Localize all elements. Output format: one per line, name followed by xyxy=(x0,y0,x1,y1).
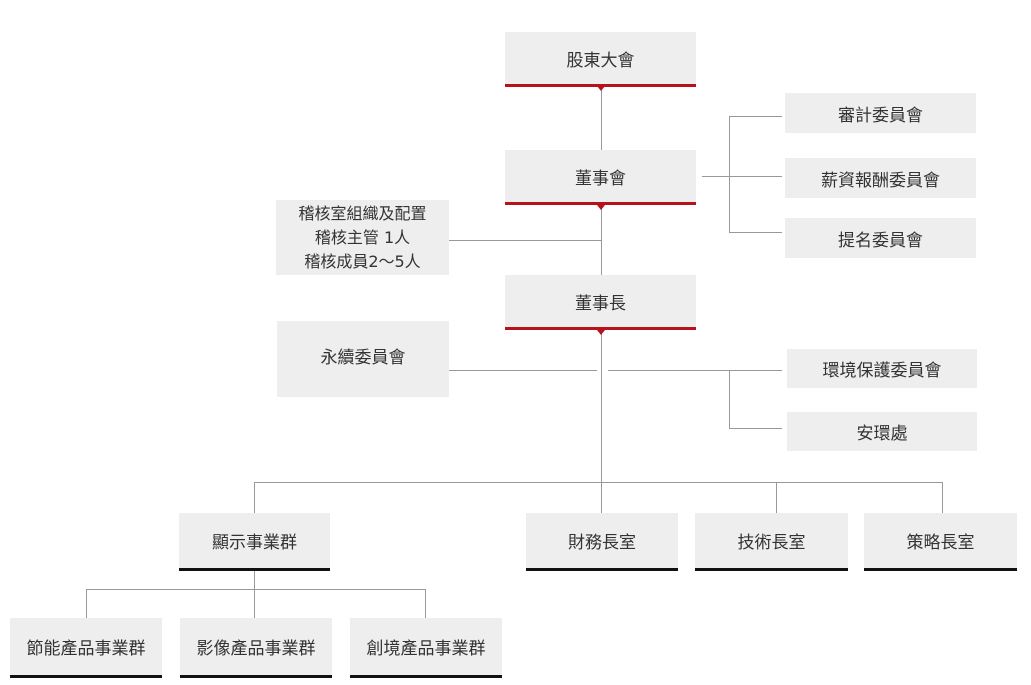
connector-line xyxy=(729,116,730,232)
connector-line xyxy=(601,205,602,275)
technology-office-box: 技術長室 xyxy=(695,513,848,571)
chairman-box: 董事長 xyxy=(505,275,696,330)
remuneration-committee-box: 薪資報酬委員會 xyxy=(785,158,976,198)
finance-office-box: 財務長室 xyxy=(526,513,678,571)
sustainability-committee-box: 永續委員會 xyxy=(277,321,449,397)
sustainability-committee-label: 永續委員會 xyxy=(320,348,406,368)
arrow-marker xyxy=(597,330,605,335)
innovation-group-label: 創境產品事業群 xyxy=(366,639,486,659)
remuneration-committee-label: 薪資報酬委員會 xyxy=(821,170,940,191)
environmental-committee-box: 環境保護委員會 xyxy=(787,349,977,388)
connector-line xyxy=(254,571,255,618)
nomination-committee-box: 提名委員會 xyxy=(785,218,976,258)
audit-committee-label: 審計委員會 xyxy=(838,105,923,126)
connector-line xyxy=(601,86,602,150)
board-of-directors-box: 董事會 xyxy=(505,150,696,205)
arrow-marker xyxy=(597,86,605,91)
connector-line xyxy=(729,116,782,117)
technology-office-label: 技術長室 xyxy=(737,533,806,553)
safety-office-box: 安環處 xyxy=(787,412,977,451)
chairman-label: 董事長 xyxy=(575,293,626,314)
connector-line xyxy=(254,482,942,483)
connector-line xyxy=(425,589,426,618)
connector-line xyxy=(729,232,782,233)
connector-line xyxy=(86,589,87,618)
imaging-group-label: 影像產品事業群 xyxy=(196,639,316,659)
connector-line xyxy=(601,330,602,513)
connector-line xyxy=(608,370,782,371)
connector-line xyxy=(449,370,597,371)
imaging-group-box: 影像產品事業群 xyxy=(180,618,332,678)
energy-saving-group-box: 節能產品事業群 xyxy=(10,618,162,678)
board-of-directors-label: 董事會 xyxy=(575,168,626,189)
connector-line xyxy=(776,482,777,513)
connector-line xyxy=(729,428,782,429)
connector-line xyxy=(449,240,601,241)
connector-line xyxy=(942,482,943,513)
environmental-committee-label: 環境保護委員會 xyxy=(822,361,942,381)
arrow-marker xyxy=(597,205,605,210)
internal-audit-line3: 稽核成員2～5人 xyxy=(304,251,421,271)
shareholders-meeting-box: 股東大會 xyxy=(505,32,696,87)
internal-audit-line1: 稽核室組織及配置 xyxy=(298,203,427,223)
connector-line xyxy=(702,176,782,177)
strategy-office-box: 策略長室 xyxy=(864,513,1017,571)
connector-line xyxy=(86,589,425,590)
innovation-group-box: 創境產品事業群 xyxy=(350,618,502,678)
finance-office-label: 財務長室 xyxy=(568,533,636,553)
nomination-committee-label: 提名委員會 xyxy=(838,230,923,251)
shareholders-meeting-label: 股東大會 xyxy=(566,50,635,71)
display-group-label: 顯示事業群 xyxy=(212,533,297,553)
connector-line xyxy=(254,482,255,513)
internal-audit-box: 稽核室組織及配置 稽核主管 1人 稽核成員2～5人 xyxy=(276,200,449,275)
display-group-box: 顯示事業群 xyxy=(179,513,330,571)
energy-saving-group-label: 節能產品事業群 xyxy=(26,639,146,659)
connector-line xyxy=(729,370,730,428)
audit-committee-box: 審計委員會 xyxy=(785,93,976,133)
internal-audit-line2: 稽核主管 1人 xyxy=(314,227,411,247)
strategy-office-label: 策略長室 xyxy=(906,533,975,553)
safety-office-label: 安環處 xyxy=(856,424,908,444)
